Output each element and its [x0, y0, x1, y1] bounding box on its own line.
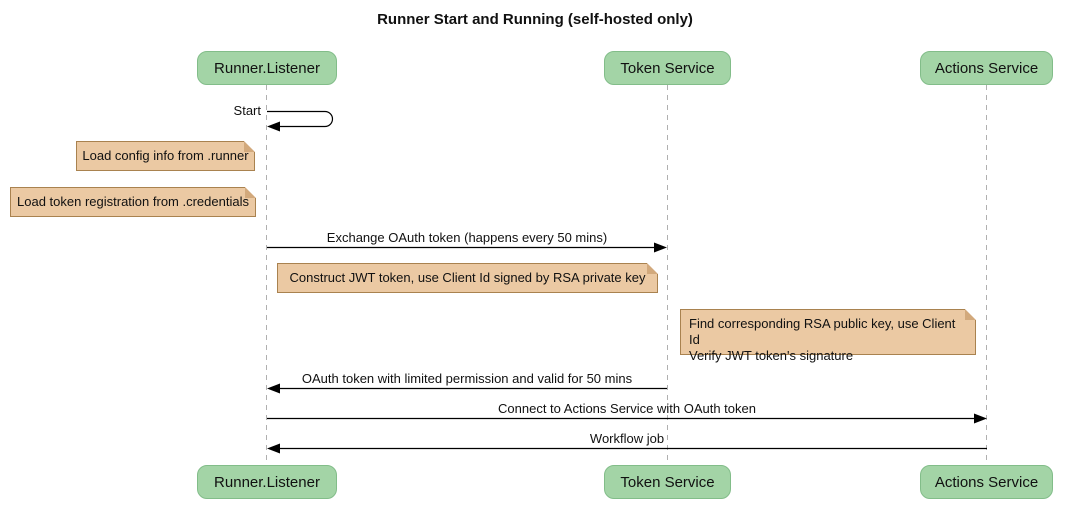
participant-bottom-token-service: Token Service: [604, 465, 731, 499]
note-load-config: Load config info from .runner: [76, 141, 255, 171]
self-message-loop-line: [267, 110, 334, 128]
message-label-exchange-oauth: Exchange OAuth token (happens every 50 m…: [326, 230, 608, 245]
note-text: Load config info from .runner: [82, 148, 249, 163]
self-message-label: Start: [233, 103, 261, 118]
note-text-line: Find corresponding RSA public key, use C…: [689, 316, 956, 347]
diagram-title: Runner Start and Running (self-hosted on…: [377, 11, 693, 28]
arrowhead-icon: [267, 121, 280, 132]
participant-label: Token Service: [620, 473, 715, 491]
arrowhead-icon: [974, 413, 987, 424]
participant-top-runner-listener: Runner.Listener: [197, 51, 337, 85]
note-load-token-registration: Load token registration from .credential…: [10, 187, 256, 217]
note-verify-jwt: Find corresponding RSA public key, use C…: [680, 309, 976, 363]
note-construct-jwt: Construct JWT token, use Client Id signe…: [277, 263, 658, 293]
note-fold-icon: [244, 141, 255, 152]
participant-label: Runner.Listener: [214, 59, 320, 77]
participant-label: Actions Service: [934, 473, 1039, 491]
note-text-line: Verify JWT token's signature: [689, 348, 854, 363]
participant-label: Actions Service: [934, 59, 1039, 77]
note-text: Construct JWT token, use Client Id signe…: [289, 270, 646, 285]
note-text: Load token registration from .credential…: [17, 194, 249, 209]
note-fold-icon: [965, 309, 976, 320]
message-label-workflow-job: Workflow job: [589, 431, 665, 446]
note-fold-icon: [647, 263, 658, 274]
participant-label: Runner.Listener: [214, 473, 320, 491]
arrowhead-icon: [267, 443, 280, 454]
participant-top-actions-service: Actions Service: [920, 51, 1053, 85]
message-label-oauth-token-back: OAuth token with limited permission and …: [301, 371, 633, 386]
arrowhead-icon: [654, 242, 667, 253]
participant-bottom-actions-service: Actions Service: [920, 465, 1053, 499]
participant-label: Token Service: [620, 59, 715, 77]
note-fold-icon: [245, 187, 256, 198]
arrowhead-icon: [267, 383, 280, 394]
participant-top-token-service: Token Service: [604, 51, 731, 85]
participant-bottom-runner-listener: Runner.Listener: [197, 465, 337, 499]
message-label-connect-actions: Connect to Actions Service with OAuth to…: [498, 401, 756, 416]
